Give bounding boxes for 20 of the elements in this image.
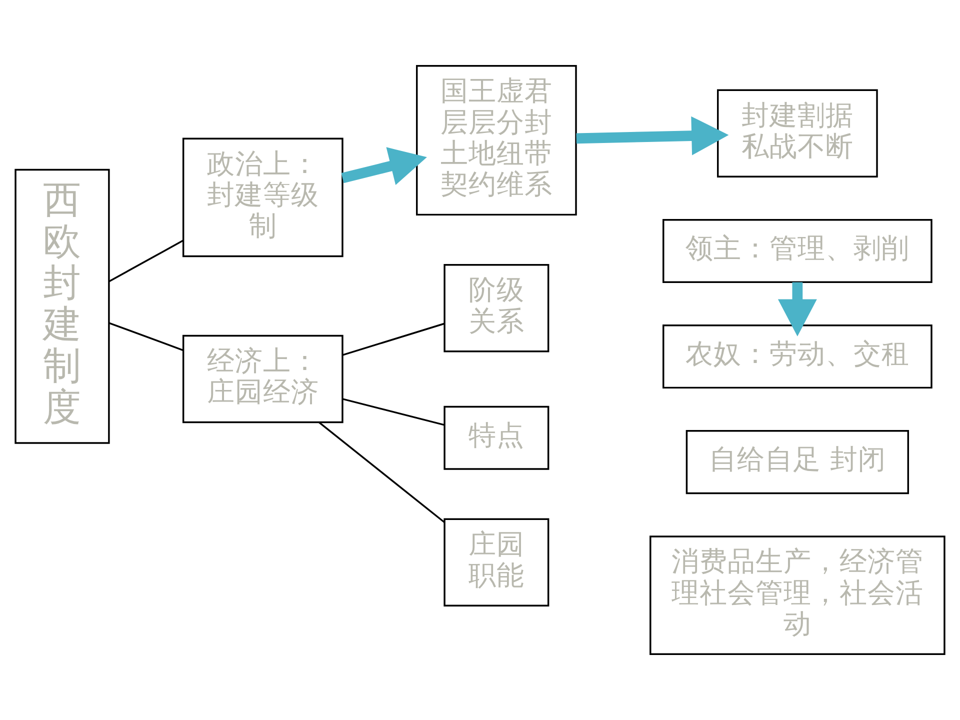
node-box: 经济上：庄园经济 bbox=[182, 334, 344, 424]
connector bbox=[342, 398, 445, 426]
node-box: 国王虚君层层分封土地纽带契约维系 bbox=[416, 65, 577, 216]
connector bbox=[108, 322, 184, 351]
node-box: 特点 bbox=[444, 406, 550, 470]
node-box: 政治上：封建等级制 bbox=[182, 138, 344, 258]
connector bbox=[342, 322, 445, 356]
node-box: 封建割据私战不断 bbox=[717, 89, 878, 178]
node-box: 自给自足 封闭 bbox=[686, 430, 909, 494]
node-box: 阶级关系 bbox=[444, 264, 550, 352]
node-box: 庄园职能 bbox=[444, 518, 550, 606]
arrow bbox=[341, 147, 427, 185]
connector bbox=[318, 422, 446, 524]
node-box: 农奴：劳动、交租 bbox=[662, 324, 932, 389]
node-box: 领主：管理、剥削 bbox=[662, 219, 932, 284]
node-box: 西欧封建制度 bbox=[14, 168, 110, 444]
node-box: 消费品生产，经济管理社会管理，社会活动 bbox=[650, 536, 946, 655]
arrow bbox=[778, 282, 817, 336]
arrow bbox=[576, 116, 729, 156]
connector bbox=[108, 240, 184, 282]
